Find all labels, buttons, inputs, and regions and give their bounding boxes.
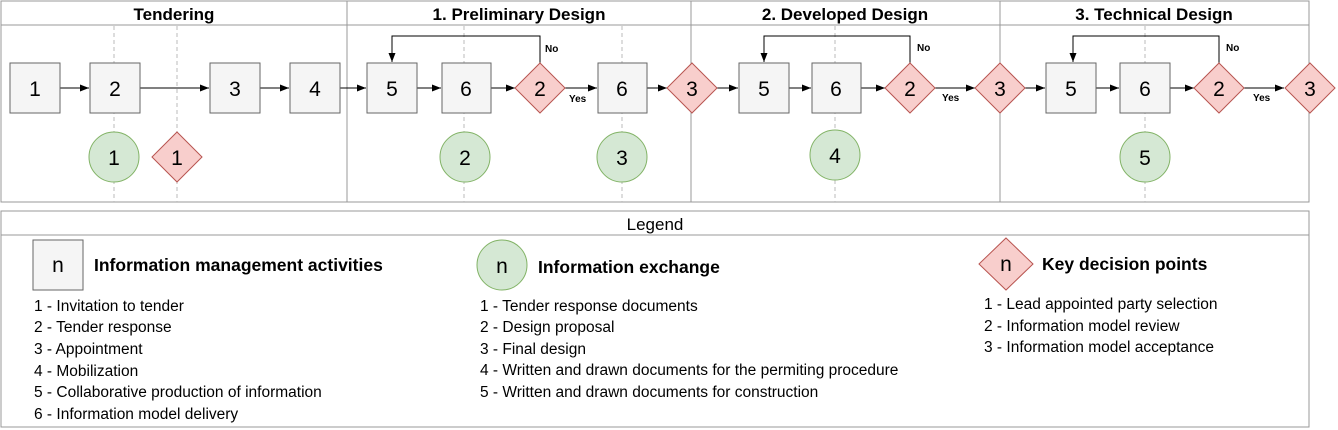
activity-box-label: 6 [616, 78, 628, 101]
decision-diamond-label: 2 [904, 78, 916, 101]
legend-activity-item: 4 - Mobilization [34, 363, 138, 380]
legend-decision-item: 2 - Information model review [984, 318, 1180, 335]
activity-box: 6 [811, 62, 862, 114]
exchange-circle: 5 [1119, 131, 1171, 183]
activity-box-label: 5 [758, 78, 770, 101]
decision-diamond-label: 2 [1213, 78, 1225, 101]
legend-exchange-item: 1 - Tender response documents [480, 298, 698, 315]
activity-box-label: 3 [229, 78, 241, 101]
stage-title-developed-design: 2. Developed Design [762, 5, 928, 24]
yes-label: Yes [569, 94, 587, 105]
legend-exchange-symbol: n [476, 239, 528, 291]
yes-label: Yes [942, 93, 960, 104]
decision-diamond-label: 1 [171, 147, 183, 170]
decision-diamond-label: 2 [534, 78, 546, 101]
legend-decision-item: 1 - Lead appointed party selection [984, 296, 1218, 313]
legend-symbol-label: n [52, 254, 64, 277]
decision-diamond: 3 [974, 62, 1026, 114]
activity-box-label: 5 [1065, 78, 1077, 101]
activity-box: 5 [1045, 62, 1097, 114]
decision-diamond: 3 [666, 62, 718, 114]
activity-box: 5 [366, 62, 418, 114]
legend-decisions-heading: Key decision points [1042, 254, 1208, 274]
activity-box: 2 [89, 62, 141, 114]
activity-box: 5 [738, 62, 790, 114]
decision-diamond: 2 [1193, 62, 1245, 114]
stage-title-preliminary-design: 1. Preliminary Design [433, 5, 606, 24]
yes-label: Yes [1253, 93, 1271, 104]
stage-title-technical-design: 3. Technical Design [1075, 5, 1232, 24]
activity-box-label: 2 [109, 78, 121, 101]
activity-box-label: 6 [830, 78, 842, 101]
stage-lanes [0, 0, 1310, 203]
legend-activities-heading: Information management activities [94, 255, 383, 275]
legend-exchange-item: 5 - Written and drawn documents for cons… [480, 384, 818, 401]
decision-diamond-label: 3 [994, 78, 1006, 101]
activity-box-label: 6 [1139, 78, 1151, 101]
no-label: No [917, 43, 930, 54]
legend-activity-item: 5 - Collaborative production of informat… [34, 384, 322, 401]
activity-box: 6 [441, 62, 492, 114]
legend-exchange-item: 4 - Written and drawn documents for the … [480, 362, 898, 379]
decision-diamond: 2 [884, 62, 936, 114]
legend-symbol-label: n [1000, 253, 1012, 276]
activity-box: 3 [209, 62, 261, 114]
activity-box-label: 6 [460, 78, 472, 101]
exchange-circle-label: 2 [459, 147, 471, 170]
legend-exchange-item: 3 - Final design [480, 341, 586, 358]
flow-connectors [60, 35, 1284, 92]
decision-diamond: 1 [151, 131, 203, 183]
decision-diamond: 3 [1284, 62, 1336, 114]
activity-box: 6 [1119, 62, 1171, 114]
legend-panel [0, 210, 1310, 428]
activity-box: 4 [289, 62, 341, 114]
stage-title-tendering: Tendering [134, 5, 215, 24]
exchange-circle: 1 [88, 131, 140, 183]
activity-box-label: 1 [29, 78, 41, 101]
legend-exchange-heading: Information exchange [538, 257, 720, 277]
legend-activity-item: 3 - Appointment [34, 341, 143, 358]
legend-decision-item: 3 - Information model acceptance [984, 339, 1214, 356]
no-label: No [1226, 43, 1239, 54]
exchange-circle-label: 1 [108, 147, 120, 170]
exchange-circle: 4 [809, 129, 861, 181]
legend-activity-item: 1 - Invitation to tender [34, 298, 184, 315]
legend-activity-item: 2 - Tender response [34, 319, 172, 336]
dashed-guides [113, 26, 1146, 202]
legend-symbol-label: n [496, 255, 508, 278]
exchange-circle-label: 4 [829, 145, 841, 168]
legend-decision-symbol: n [978, 237, 1034, 291]
decision-diamond-label: 3 [1304, 78, 1316, 101]
no-label: No [545, 44, 558, 55]
activity-box: 6 [597, 62, 648, 114]
decision-diamond-label: 3 [686, 78, 698, 101]
exchange-circle-label: 3 [616, 147, 628, 170]
exchange-circle-label: 5 [1139, 147, 1151, 170]
legend-title: Legend [627, 215, 684, 234]
decision-diamond: 2 [514, 62, 566, 114]
legend-activity-symbol: n [32, 239, 84, 291]
activity-box-label: 4 [309, 78, 321, 101]
legend-activity-item: 6 - Information model delivery [34, 406, 238, 423]
exchange-circle: 2 [439, 131, 491, 183]
legend-exchange-item: 2 - Design proposal [480, 319, 614, 336]
activity-box-label: 5 [386, 78, 398, 101]
activity-box: 1 [9, 62, 61, 114]
exchange-circle: 3 [596, 131, 648, 183]
